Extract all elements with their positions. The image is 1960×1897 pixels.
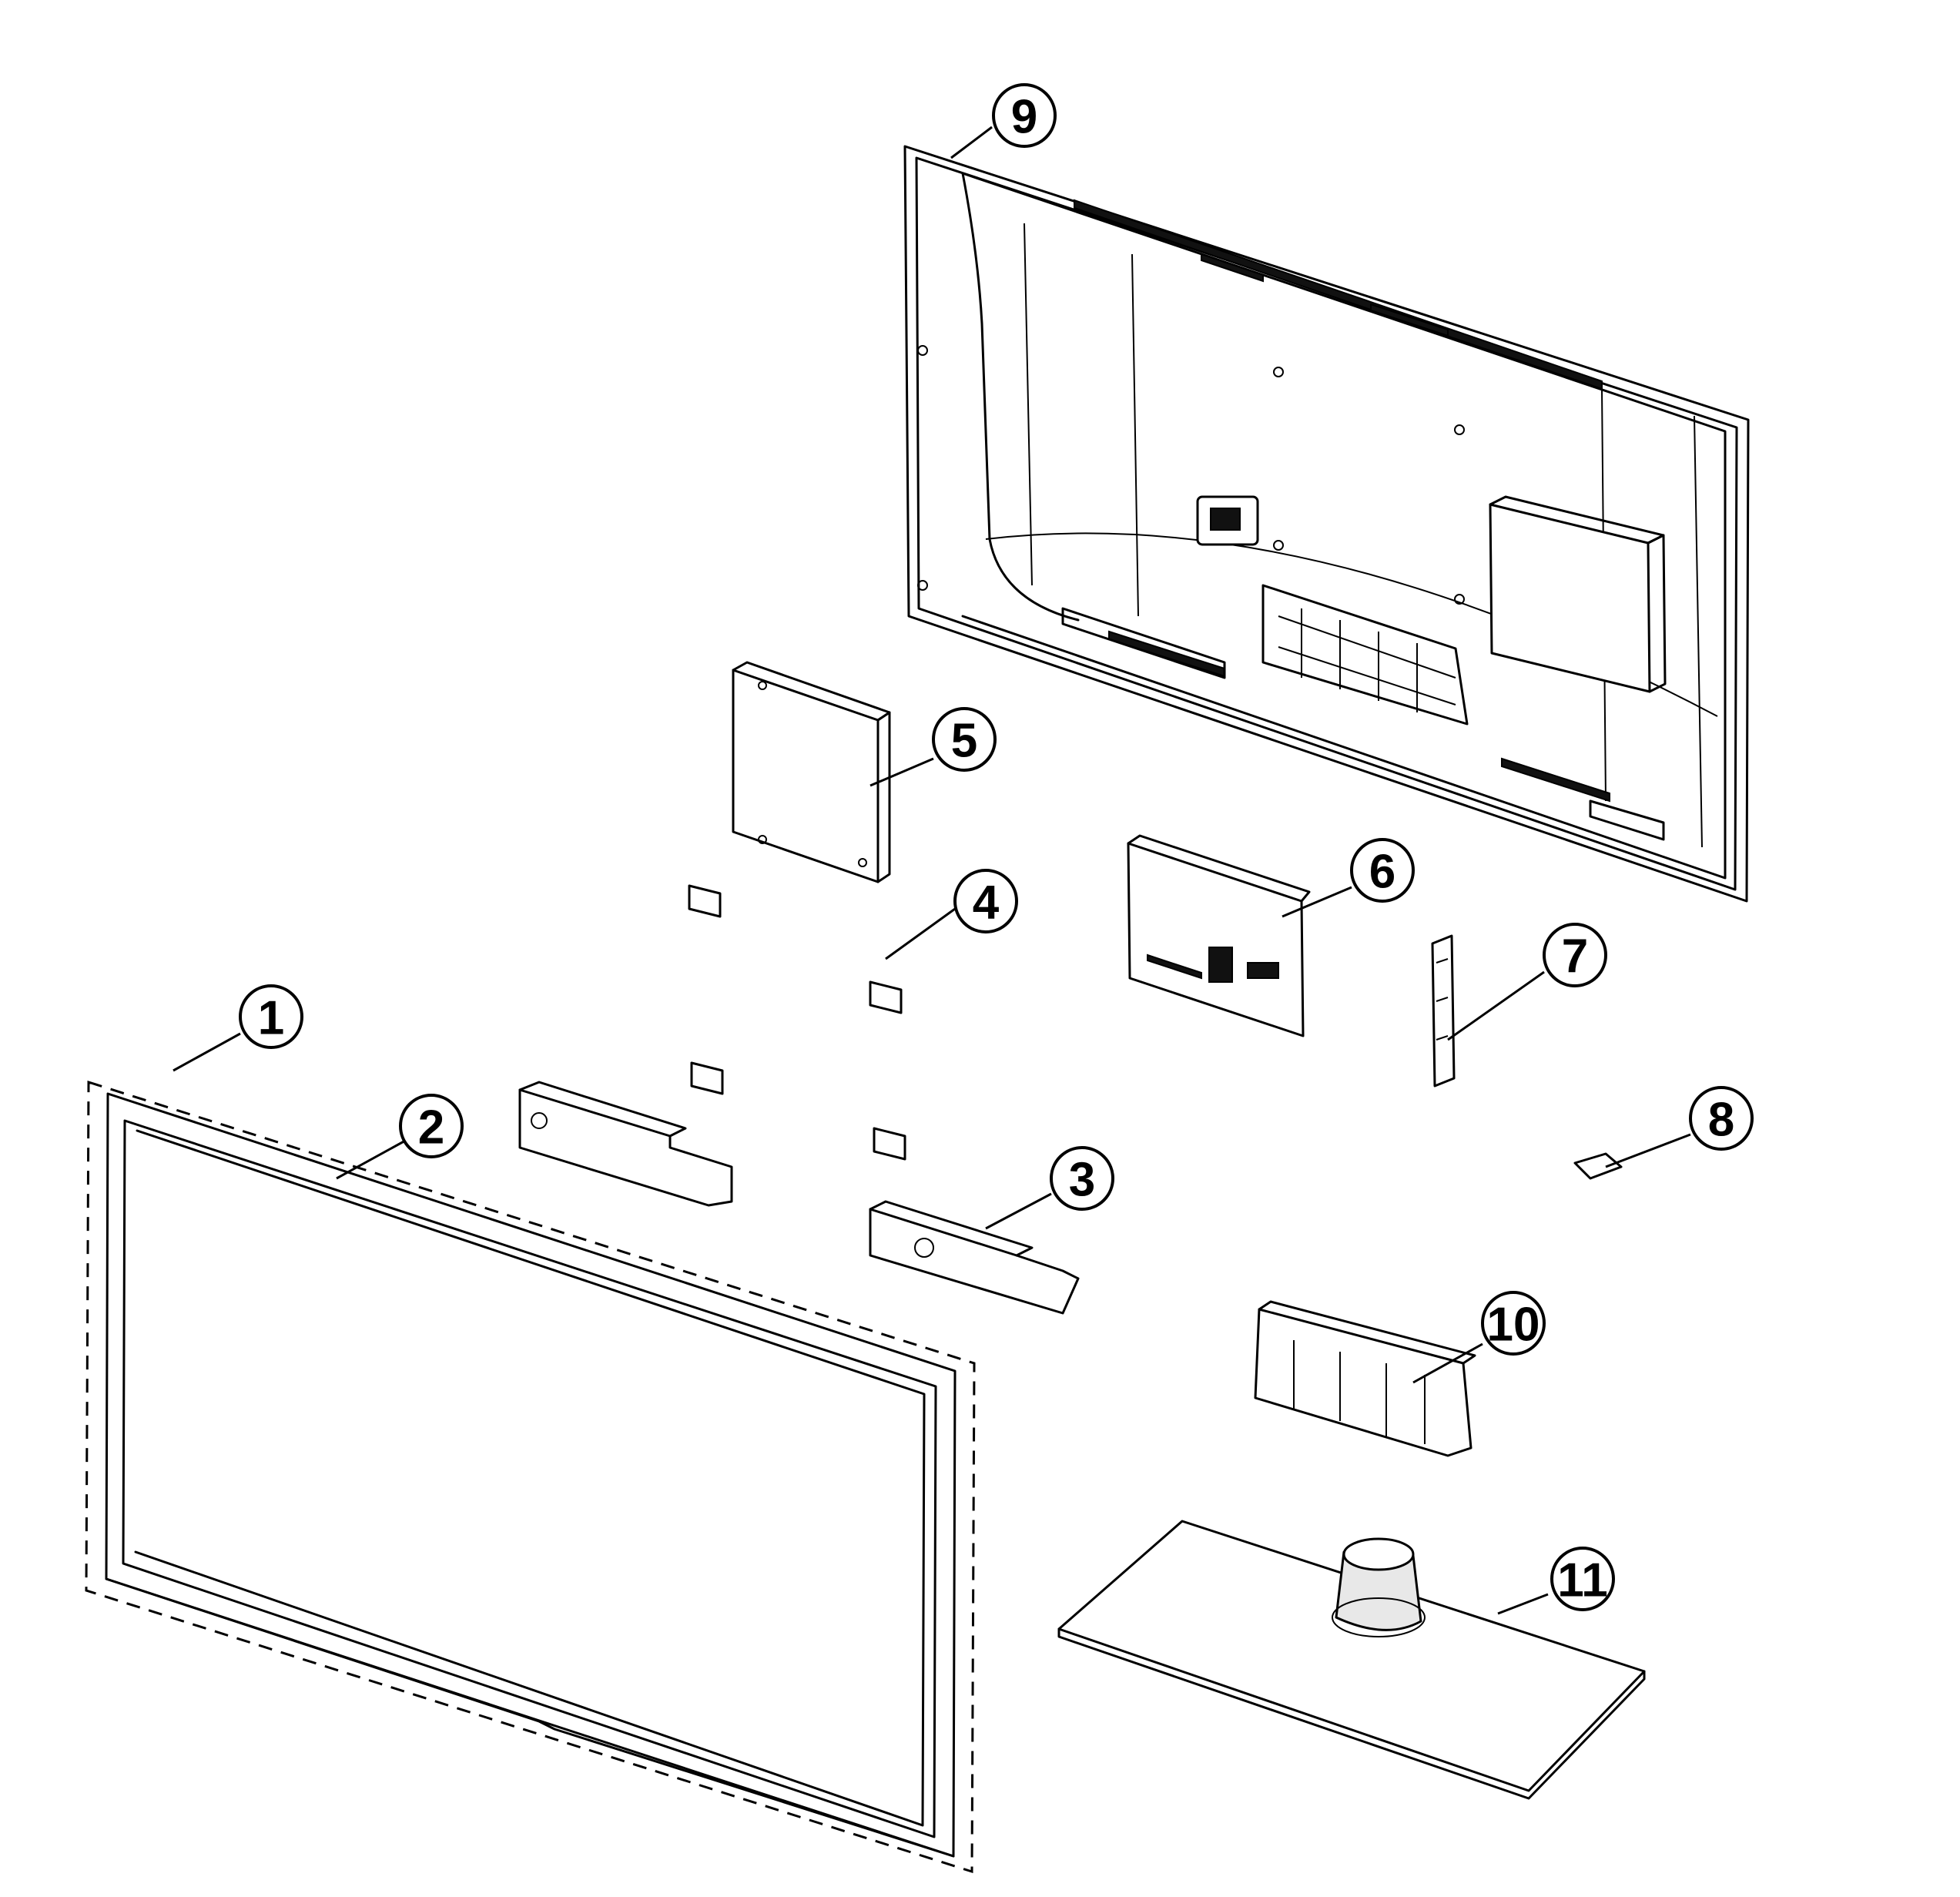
callout-1-label: 1 bbox=[258, 992, 284, 1045]
callout-4-label: 4 bbox=[973, 876, 1000, 930]
speaker-part-3 bbox=[869, 1200, 1080, 1315]
callout-11: 11 bbox=[1550, 1547, 1615, 1611]
callout-6: 6 bbox=[1350, 838, 1415, 903]
callout-6-label: 6 bbox=[1369, 846, 1395, 899]
callout-5-label: 5 bbox=[951, 715, 977, 768]
callout-11-label: 11 bbox=[1557, 1554, 1608, 1607]
callout-2: 2 bbox=[399, 1094, 464, 1158]
speaker-left bbox=[518, 1081, 733, 1207]
callout-1: 1 bbox=[239, 984, 303, 1049]
small-board-part-8 bbox=[1573, 1152, 1623, 1180]
strip-part-7 bbox=[1431, 934, 1456, 1088]
callout-5: 5 bbox=[932, 707, 997, 772]
front-panel-part-1 bbox=[85, 1080, 976, 1874]
callout-7: 7 bbox=[1543, 923, 1607, 987]
callout-7-label: 7 bbox=[1562, 930, 1588, 984]
callout-4: 4 bbox=[953, 869, 1018, 933]
callout-8: 8 bbox=[1689, 1086, 1754, 1151]
board-part-6 bbox=[1127, 834, 1311, 1037]
callout-9-label: 9 bbox=[1011, 91, 1037, 144]
callout-8-label: 8 bbox=[1708, 1094, 1734, 1147]
callout-3-label: 3 bbox=[1069, 1154, 1095, 1207]
board-part-5 bbox=[732, 661, 891, 883]
stand-neck-part-10 bbox=[1254, 1300, 1476, 1457]
callout-3: 3 bbox=[1050, 1146, 1114, 1211]
leader-lines bbox=[173, 126, 1691, 1615]
callout-10: 10 bbox=[1481, 1291, 1546, 1356]
stand-base-part-11 bbox=[1057, 1520, 1646, 1800]
callout-2-label: 2 bbox=[418, 1101, 444, 1155]
rear-cover-part-9 bbox=[903, 145, 1750, 903]
callout-9: 9 bbox=[992, 83, 1057, 148]
bracket-part-4 bbox=[688, 884, 906, 1161]
callout-10-label: 10 bbox=[1487, 1299, 1540, 1352]
